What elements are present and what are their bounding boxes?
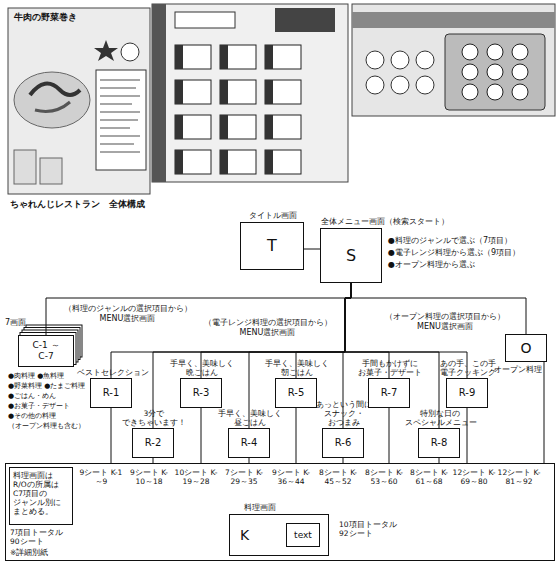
node-text: 手早く、美味しく 朝ごはん xyxy=(262,359,332,377)
node-text: S xyxy=(321,246,381,265)
node-text: 8シート K-53～60 xyxy=(362,468,406,486)
node-text: R-2 xyxy=(133,437,173,449)
node-text: 10項目トータル 92シート xyxy=(339,520,405,538)
genre-screen-stack: 7画面C-1 ～ C-7 xyxy=(18,335,74,367)
note-label: 牛肉の野菜巻き xyxy=(14,12,104,23)
node-text: C-1 ～ C-7 xyxy=(19,340,73,362)
note-label: ●料理のジャンルで選ぶ（7項目） xyxy=(388,236,558,246)
note-label: ●電子レンジ料理から選ぶ（9項目） xyxy=(388,248,558,258)
menu-screen-box: 手早く、美味しく 晩ごはんR-3 xyxy=(180,378,222,408)
note-label: ●ごはん・めん xyxy=(8,392,98,401)
node-text: オープン料理 xyxy=(494,365,554,375)
node-text: R-3 xyxy=(181,387,221,399)
recipe-screen-box: 料理画面Ktext xyxy=(229,514,329,556)
node-text: 12シート K-81～92 xyxy=(497,468,541,486)
node-text: R-6 xyxy=(323,437,363,449)
note-label: ●オープン料理から選ぶ xyxy=(388,260,558,270)
menu-screen-box: あっという間に スナック・おつまみR-6 xyxy=(322,428,364,458)
note-label: ●お菓子・デザート xyxy=(8,402,98,411)
menu-screen-box: あの手、この手 電子クッキングR-9 xyxy=(446,378,488,408)
connector-line xyxy=(304,249,320,250)
node-text: 3分で できちゃいます！ xyxy=(119,409,189,427)
menu-screen-box: 手早く、美味しく 朝ごはんR-5 xyxy=(275,378,317,408)
connector-line xyxy=(389,408,390,463)
node-text: ベストセレクション xyxy=(77,368,147,377)
connector-line xyxy=(201,408,202,463)
node-text: あの手、この手 電子クッキング xyxy=(433,359,503,377)
node-text: 9シート K-10～18 xyxy=(127,468,171,486)
node-text: 料理画面 xyxy=(244,503,304,513)
node-text: R-4 xyxy=(229,437,269,449)
node-text: text xyxy=(287,530,319,541)
menu-screen-box: 3分で できちゃいます！R-2 xyxy=(132,428,174,458)
note-label: （オープン料理も含む） xyxy=(8,422,98,431)
node-text: R-5 xyxy=(276,387,316,399)
node-text: 8シート K-61～68 xyxy=(407,468,451,486)
node-text: 手早く、美味しく 昼ごはん xyxy=(215,409,285,427)
connector-line xyxy=(544,362,545,463)
connector-line xyxy=(111,408,112,463)
menu-screen-box: 手間もかけずに お菓子・デザートR-7 xyxy=(368,378,410,408)
title-screen-box: タイトル画面T xyxy=(240,222,304,270)
open-screen-box: Oオープン料理 xyxy=(505,334,547,362)
node-text: 7項目トータル 90シート xyxy=(10,528,76,546)
note-label: ●野菜料理 ●たまご料理 xyxy=(8,382,98,391)
node-text: 7シート K-29～35 xyxy=(222,468,266,486)
menu-screen-box: 全体メニュー画面（検索スタート）S xyxy=(320,228,382,283)
node-text: 12シート K-69～80 xyxy=(452,468,496,486)
text-area-box: text xyxy=(286,523,320,547)
connector-line xyxy=(296,408,297,463)
node-text: R-8 xyxy=(419,437,459,449)
note-label: ●その他の料理 xyxy=(8,412,98,421)
note-box: 料理画面は R/Oの所属は C7項目の ジャンル別に まとめる。 xyxy=(9,467,73,525)
note-label: （電子レンジ料理の選択項目から） MENU選択画面 xyxy=(200,318,335,338)
recipe-screenshot xyxy=(8,8,150,194)
node-text: T xyxy=(241,236,303,255)
node-text: 10シート K-19～28 xyxy=(174,468,218,486)
node-text: O xyxy=(506,340,546,357)
menu-screen-box: 特別な日の スペシャルメニューR-8 xyxy=(418,428,460,458)
recipe-sheet-frame: 9シート K-1～99シート K-10～1810シート K-19～287シート … xyxy=(5,463,555,561)
menu-screen-box: ベストセレクションR-1 xyxy=(90,378,132,408)
connector-line xyxy=(46,283,351,335)
note-label: （料理のジャンルの選択項目から） MENU選択画面 xyxy=(60,304,195,324)
node-text: 特別な日の スペシャルメニュー xyxy=(405,409,475,427)
microwave-screenshot xyxy=(352,4,555,116)
node-text: K xyxy=(240,527,260,544)
node-text: 9シート K-36～44 xyxy=(269,468,313,486)
connector-line xyxy=(351,283,526,334)
node-text: 料理画面は R/Oの所属は C7項目の ジャンル別に まとめる。 xyxy=(13,471,71,516)
node-text: 全体メニュー画面（検索スタート） xyxy=(321,217,471,227)
node-text: 手早く、美味しく 晩ごはん xyxy=(167,359,237,377)
menu-screen-box: 手早く、美味しく 昼ごはんR-4 xyxy=(228,428,270,458)
connector-line xyxy=(467,408,468,463)
diagram-title: ちゃれんじレストラン 全体構成 xyxy=(10,199,170,210)
genre-screenshot xyxy=(152,4,348,182)
node-text: 7画面 xyxy=(5,318,35,328)
node-text: 8シート K-45～52 xyxy=(316,468,360,486)
node-text: R-1 xyxy=(91,387,131,399)
node-text: ※詳細別紙 xyxy=(10,548,76,557)
note-label: （オープン料理の選択項目から） MENU選択画面 xyxy=(380,312,510,332)
node-text: 手間もかけずに お菓子・デザート xyxy=(355,359,425,377)
node-text: R-9 xyxy=(447,387,487,399)
node-text: R-7 xyxy=(369,387,409,399)
node-text: 9シート K-1～9 xyxy=(79,468,123,486)
node-text: タイトル画面 xyxy=(231,211,315,221)
connector-line xyxy=(111,283,351,378)
